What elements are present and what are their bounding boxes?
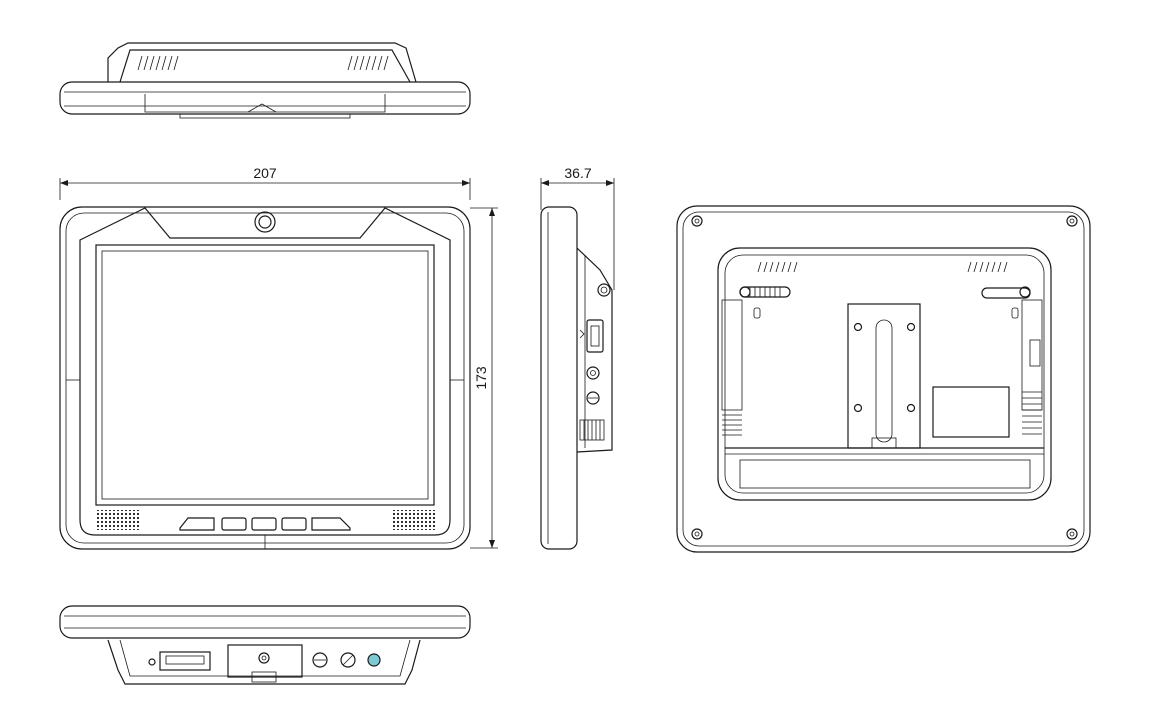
bottom-view: [59, 605, 471, 685]
vent-icon: [137, 55, 389, 71]
audio-jack-icon: [586, 366, 600, 380]
camera-icon: [254, 211, 276, 233]
vesa-mount-plate: [847, 303, 921, 449]
height-label: 173: [473, 366, 489, 390]
screw-icon: [691, 215, 1078, 540]
vent-icon: [579, 419, 605, 441]
rear-view: [676, 205, 1091, 553]
usb-port-icon: [579, 319, 604, 353]
vent-icon: [721, 299, 1043, 436]
depth-dimension: 36.7: [540, 165, 615, 290]
front-view: 207 173: [59, 165, 498, 550]
screw-icon: [597, 283, 611, 297]
height-dimension: 173: [470, 207, 498, 549]
front-buttons: [179, 517, 351, 531]
speaker-grille-icon: [96, 510, 436, 530]
top-view: [59, 42, 471, 119]
side-view: 36.7: [540, 165, 615, 550]
audio-jack-icon: [312, 652, 328, 668]
screw-icon: [258, 652, 270, 664]
width-label: 207: [253, 165, 277, 181]
led-icon: [367, 653, 381, 667]
power-jack-icon: [340, 652, 356, 668]
power-jack-icon: [586, 391, 600, 405]
depth-label: 36.7: [564, 165, 591, 181]
width-dimension: 207: [59, 165, 471, 200]
vent-icon: [757, 261, 1008, 273]
